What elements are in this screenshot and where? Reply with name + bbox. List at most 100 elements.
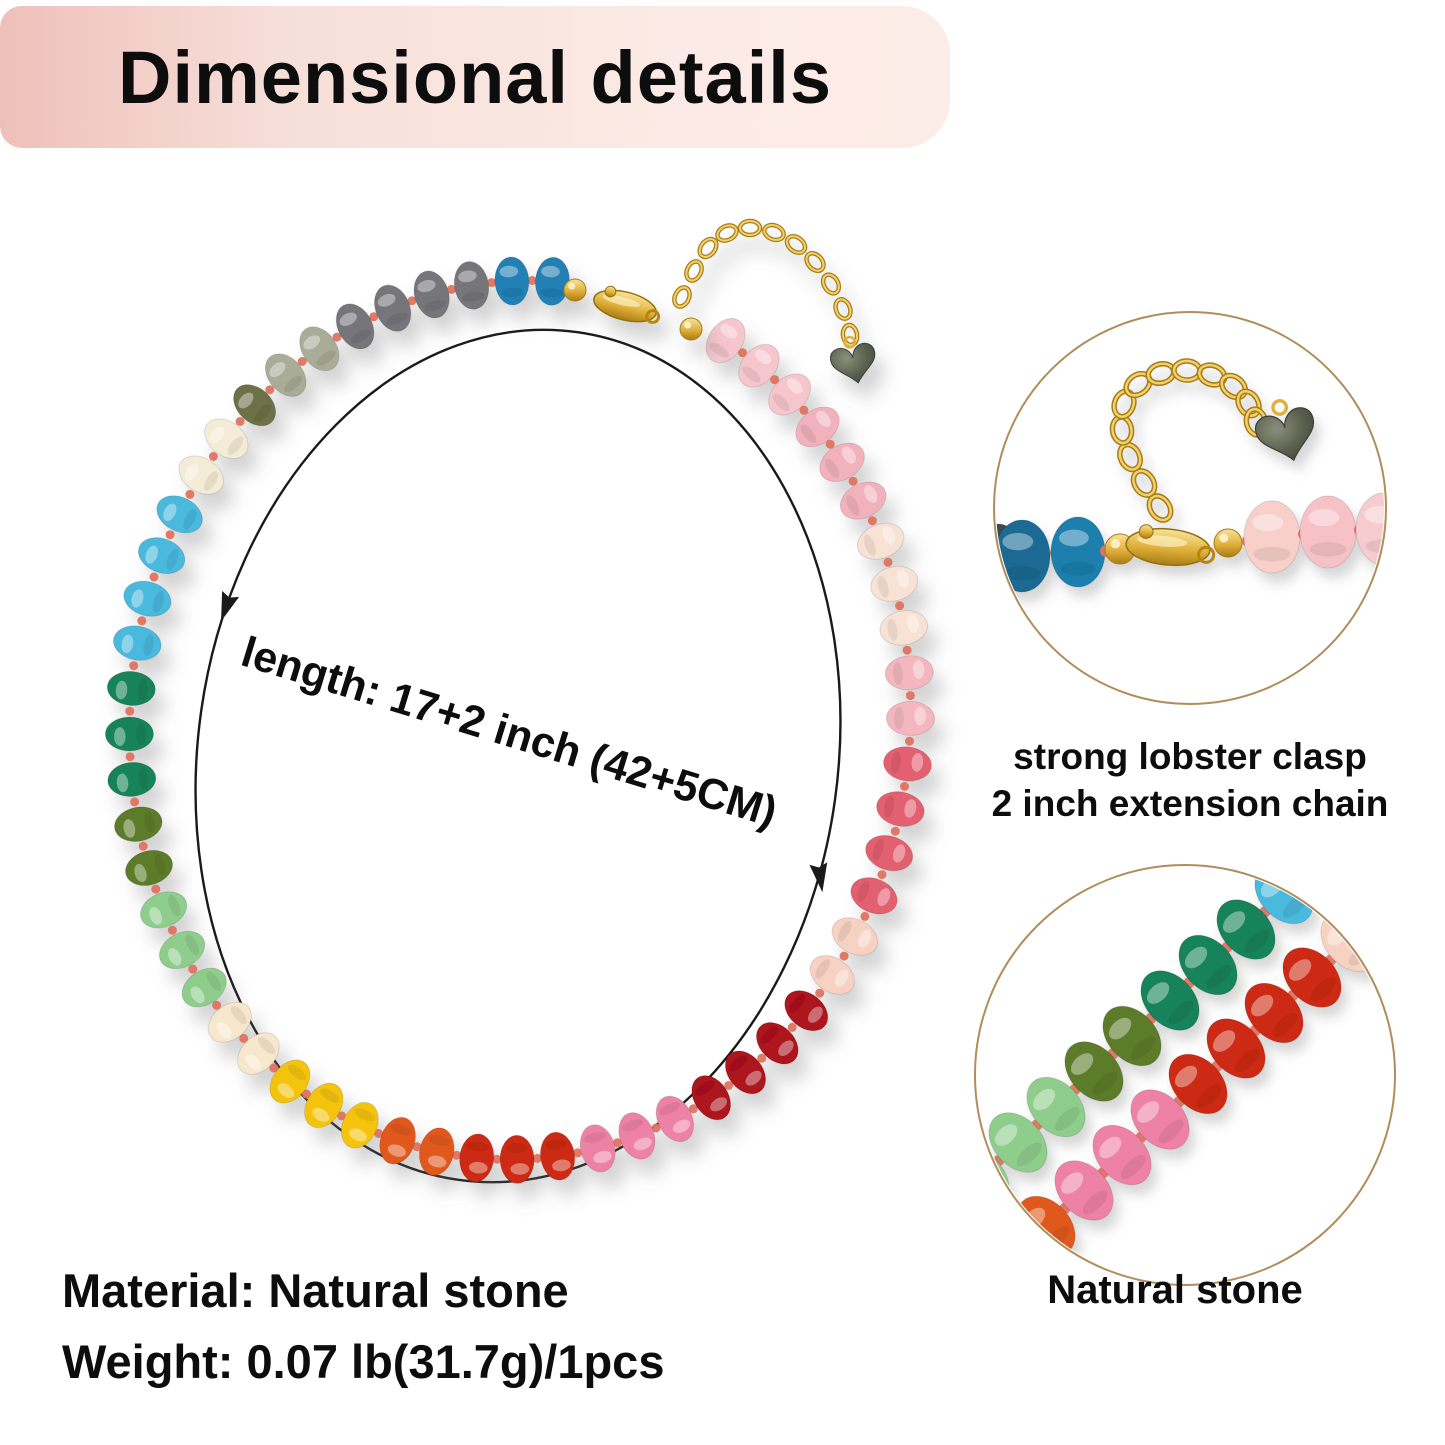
stone-inset-caption: Natural stone — [1047, 1268, 1303, 1312]
thread-knot — [895, 601, 905, 611]
thread-knot — [867, 516, 877, 526]
clasp-caption-line1: strong lobster clasp — [1013, 736, 1367, 777]
bead — [795, 406, 840, 448]
bead — [1140, 970, 1200, 1031]
bead — [809, 955, 855, 995]
bead — [1168, 1053, 1228, 1115]
thread-knot — [825, 439, 835, 449]
thread-knot — [860, 911, 870, 921]
thread-knot — [167, 925, 177, 935]
bead — [1282, 947, 1342, 1008]
bead — [1243, 500, 1301, 574]
thread-knot — [125, 752, 135, 762]
bead — [340, 1101, 379, 1149]
bead — [883, 746, 932, 782]
thread-knot — [487, 278, 497, 288]
lobster-clasp-icon — [593, 285, 661, 324]
thread-knot — [770, 375, 780, 385]
thread-knot — [527, 276, 537, 285]
thread-knot — [1363, 918, 1375, 930]
weight-line: Weight: 0.07 lb(31.7g)/1pcs — [62, 1334, 665, 1388]
bead — [299, 326, 340, 372]
thread-knot — [890, 826, 900, 836]
thread-knot — [757, 1053, 767, 1063]
clasp-caption-line2: 2 inch extension chain — [991, 783, 1389, 825]
bead — [870, 565, 919, 602]
bead — [453, 261, 490, 310]
material-line: Material: Natural stone — [62, 1264, 569, 1317]
bead — [691, 1075, 732, 1121]
bead — [181, 967, 227, 1008]
bead — [539, 1131, 576, 1181]
thread-knot — [297, 357, 307, 366]
bead — [373, 284, 412, 332]
bead — [124, 849, 174, 887]
gold-ball — [1213, 528, 1243, 558]
title-banner: Dimensional details — [0, 6, 950, 148]
bead — [1050, 516, 1106, 588]
bead — [1054, 1160, 1114, 1221]
necklace-beads — [104, 256, 935, 1184]
thread-knot — [369, 312, 379, 322]
spec-text: Material: Natural stone Weight: 0.07 lb(… — [62, 1256, 664, 1397]
bead — [207, 1001, 252, 1043]
thread-knot — [787, 1022, 797, 1032]
bead — [106, 670, 156, 706]
bead — [1178, 934, 1238, 996]
heart-charm-icon — [830, 335, 876, 384]
bead — [1026, 1076, 1086, 1138]
lobster-clasp-icon — [1125, 524, 1216, 567]
thread-knot — [188, 964, 198, 974]
bead — [237, 1032, 280, 1075]
bead — [1130, 1089, 1190, 1150]
bead — [1216, 899, 1276, 960]
bead — [1408, 492, 1445, 564]
bead — [879, 610, 929, 646]
inset-circle-stones — [974, 864, 1396, 1286]
thread-knot — [208, 452, 218, 461]
bead — [264, 353, 307, 397]
bead — [413, 270, 450, 319]
thread-knot — [492, 1154, 502, 1164]
thread-knot — [452, 1150, 462, 1160]
bead — [856, 522, 905, 560]
bead — [724, 1050, 767, 1095]
bead — [204, 418, 249, 460]
thread-knot — [125, 706, 135, 716]
bead — [755, 1022, 799, 1065]
bead — [850, 877, 898, 915]
bead — [579, 1124, 616, 1173]
bead — [1102, 1005, 1162, 1067]
bead — [459, 1133, 495, 1183]
bead — [886, 700, 935, 736]
bead — [123, 580, 172, 617]
thread-knot — [1297, 870, 1309, 882]
bead — [156, 495, 203, 534]
thread-knot — [848, 476, 858, 486]
thread-knot — [130, 797, 140, 807]
bead — [865, 834, 914, 872]
clasp-inset-caption: strong lobster clasp 2 inch extension ch… — [975, 733, 1405, 828]
bead — [705, 318, 746, 364]
bead — [379, 1116, 416, 1165]
bead — [112, 625, 162, 661]
bead — [784, 990, 829, 1032]
thread-knot — [905, 691, 915, 701]
bead — [839, 481, 887, 520]
thread-knot — [185, 489, 195, 499]
bead — [1244, 982, 1304, 1044]
thread-knot — [138, 841, 148, 851]
bead — [534, 256, 570, 306]
thread-knot — [149, 572, 159, 582]
thread-knot — [688, 1104, 698, 1114]
bead — [418, 1127, 455, 1176]
inset-extension-chain — [1109, 358, 1269, 523]
clasp-assembly — [563, 218, 876, 384]
thread-knot — [905, 736, 914, 746]
thread-knot — [269, 1063, 279, 1073]
bead — [1355, 492, 1384, 566]
bead — [1299, 495, 1357, 569]
bead — [233, 384, 277, 427]
